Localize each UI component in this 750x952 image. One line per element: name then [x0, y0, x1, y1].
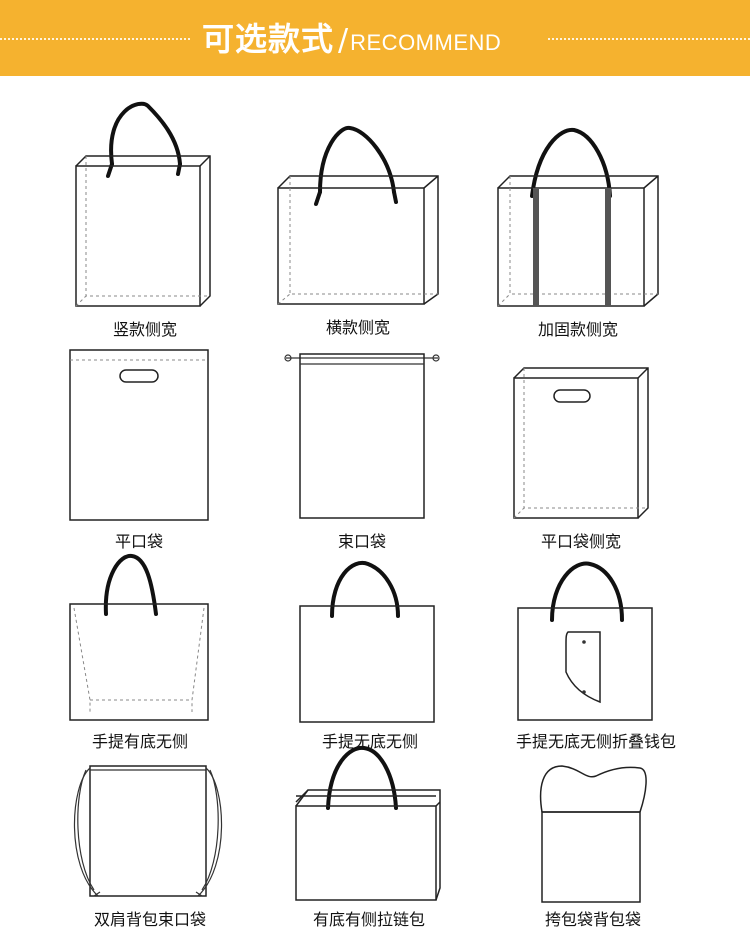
style-flat-gusset-bag[interactable]: 平口袋侧宽 — [506, 364, 656, 554]
style-label: 横款侧宽 — [325, 318, 390, 337]
style-drawstring-bag[interactable]: 束口袋 — [282, 348, 442, 554]
style-foldable-wallet-bag[interactable]: 手提无底无侧折叠钱包 — [496, 560, 696, 751]
style-label: 挎包袋背包袋 — [544, 910, 641, 929]
style-backpack-drawstring[interactable]: 双肩背包束口袋 — [60, 756, 240, 932]
horizontal-gusset-bag-icon — [277, 125, 439, 305]
foldable-wallet-bag-icon — [517, 561, 653, 721]
style-label: 手提无底无侧折叠钱包 — [515, 732, 676, 751]
header-banner: 可选款式 / RECOMMEND — [0, 0, 750, 76]
backpack-drawstring-bag-icon — [73, 765, 223, 897]
style-label: 竖款侧宽 — [112, 320, 177, 339]
style-handle-bottom-no-side[interactable]: 手提有底无侧 — [60, 552, 220, 751]
style-flat-bag[interactable]: 平口袋 — [64, 346, 214, 552]
handle-no-bottom-no-side-bag-icon — [299, 560, 435, 723]
flat-gusset-bag-icon — [513, 367, 649, 519]
style-label: 平口袋侧宽 — [540, 532, 621, 551]
banner-dotted-line-right — [548, 38, 750, 40]
style-label: 双肩背包束口袋 — [93, 910, 206, 929]
style-label: 有底有侧拉链包 — [312, 910, 425, 929]
style-label: 手提有底无侧 — [91, 732, 188, 751]
style-handle-no-bottom-no-side[interactable]: 手提无底无侧 — [290, 560, 450, 751]
banner-title: 可选款式 / RECOMMEND — [202, 14, 501, 62]
zipper-gusset-bag-icon — [295, 745, 441, 901]
style-label: 加固款侧宽 — [537, 320, 618, 339]
style-label: 平口袋 — [114, 532, 163, 551]
style-horizontal-gusset[interactable]: 横款侧宽 — [268, 118, 448, 340]
banner-title-cn: 可选款式 — [202, 20, 335, 58]
banner-title-separator: / — [338, 23, 349, 58]
style-zipper-gusset-bag[interactable]: 有底有侧拉链包 — [284, 744, 454, 932]
style-label: 束口袋 — [337, 532, 386, 551]
crossbody-backpack-bag-icon — [539, 765, 647, 903]
style-label: 手提无底无侧 — [321, 732, 418, 751]
banner-dotted-line-left — [0, 38, 190, 40]
handle-bottom-no-side-bag-icon — [69, 553, 209, 721]
drawstring-bag-icon — [284, 353, 440, 519]
style-reinforced-gusset[interactable]: 加固款侧宽 — [488, 122, 668, 340]
reinforced-gusset-bag-icon — [497, 127, 659, 307]
style-crossbody-backpack[interactable]: 挎包袋背包袋 — [528, 758, 658, 932]
flat-bag-icon — [69, 349, 209, 521]
banner-title-en: RECOMMEND — [350, 30, 502, 55]
vertical-gusset-bag-icon — [75, 101, 211, 307]
style-vertical-gusset[interactable]: 竖款侧宽 — [60, 100, 230, 340]
